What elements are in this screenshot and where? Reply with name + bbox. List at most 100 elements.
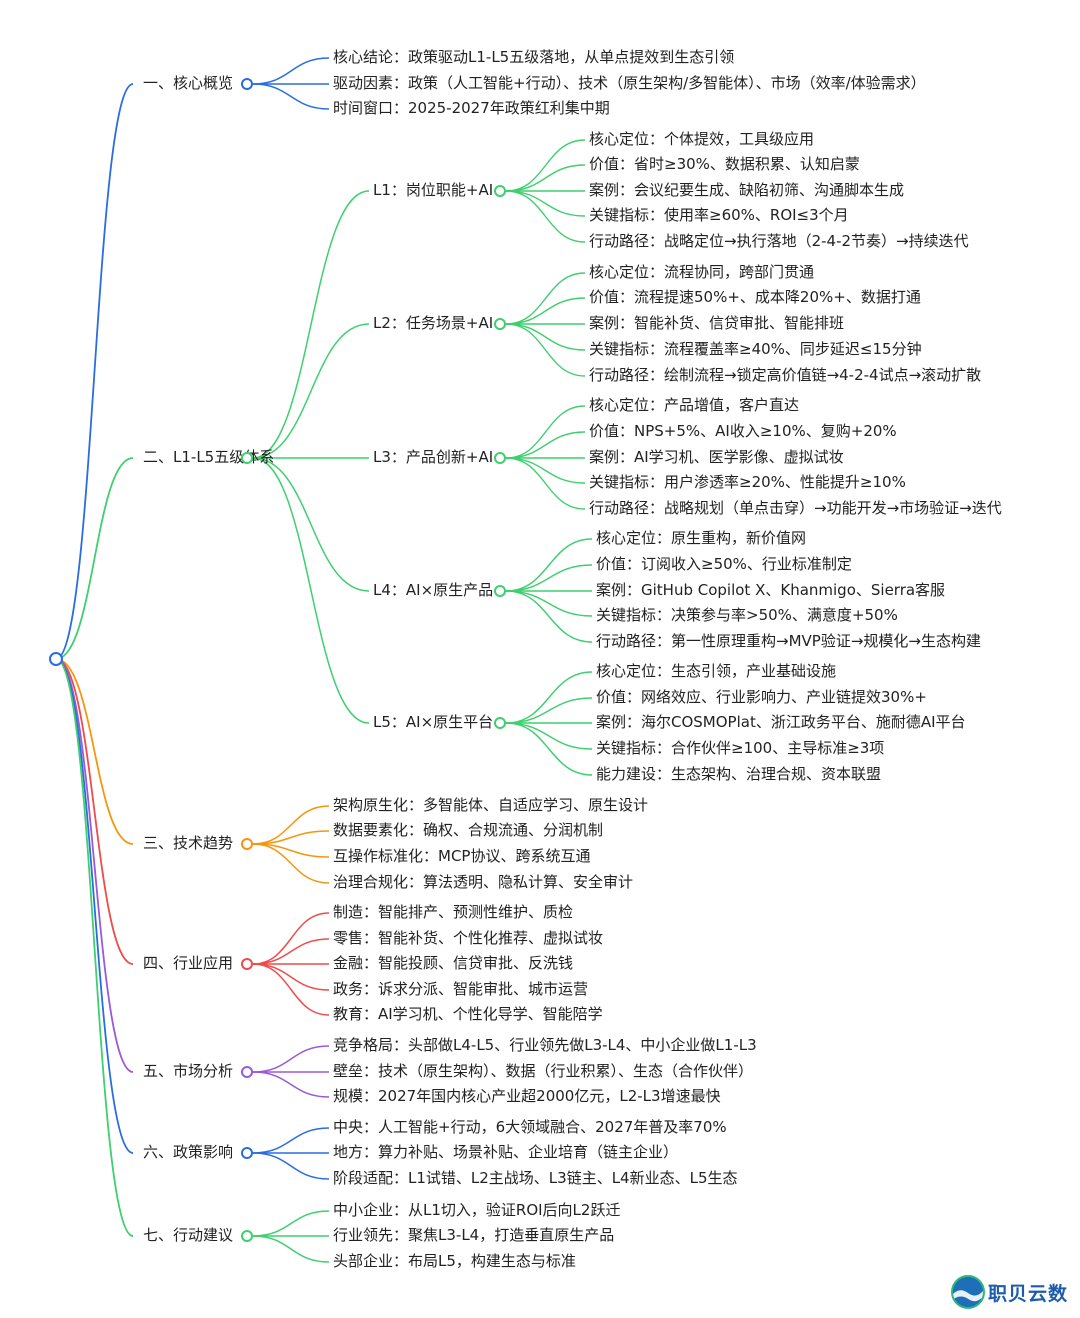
connector-line: [505, 590, 593, 643]
connector-line: [252, 83, 330, 110]
connector-line: [252, 938, 330, 965]
connector-line: [55, 457, 134, 660]
connector-line: [505, 272, 586, 325]
leaf-label: 案例：GitHub Copilot X、Khanmigo、Sierra客服: [596, 581, 946, 599]
leaf-label: 价值：订阅收入≥50%、行业标准制定: [596, 555, 852, 573]
connector-line: [505, 722, 593, 776]
connector-line: [55, 658, 134, 845]
leaf-label: 行业领先：聚焦L3-L4，打造垂直原生产品: [333, 1226, 615, 1244]
connector-line: [252, 1071, 330, 1098]
sub-branch-label: L5：AI×原生平台: [373, 713, 494, 731]
leaf-label: 案例：智能补货、信贷审批、智能排班: [589, 314, 845, 332]
leaf-label: 行动路径：战略规划（单点击穿）→功能开发→市场验证→迭代: [589, 499, 1002, 517]
connector-line: [505, 590, 593, 617]
brand-logo-icon: [951, 1275, 985, 1309]
leaf-label: 案例：AI学习机、医学影像、虚拟试妆: [589, 448, 844, 466]
leaf-label: 行动路径：绘制流程→锁定高价值链→4-2-4试点→滚动扩散: [589, 366, 982, 384]
leaf-label: 关键指标：合作伙伴≥100、主导标准≥3项: [596, 739, 885, 757]
leaf-label: 行动路径：战略定位→执行落地（2-4-2节奏）→持续迭代: [589, 232, 969, 250]
connector-line: [55, 658, 134, 1237]
leaf-label: 政务：诉求分派、智能审批、城市运营: [333, 980, 589, 998]
connector-line: [505, 190, 586, 217]
leaf-label: 数据要素化：确权、合规流通、分润机制: [333, 821, 604, 839]
leaf-label: 核心定位：原生重构，新价值网: [596, 529, 807, 547]
connector-line: [55, 658, 134, 965]
leaf-label: 零售：智能补货、个性化推荐、虚拟试妆: [333, 929, 604, 947]
leaf-label: 核心定位：生态引领，产业基础设施: [596, 662, 837, 680]
connector-line: [252, 323, 370, 459]
sub-branch-node[interactable]: [494, 185, 506, 197]
sub-branch-label: L4：AI×原生产品: [373, 581, 494, 599]
connector-line: [252, 963, 330, 991]
connector-line: [505, 323, 586, 351]
leaf-label: 关键指标：流程覆盖率≥40%、同步延迟≤15分钟: [589, 340, 922, 358]
connector-line: [252, 1235, 330, 1263]
leaf-label: 案例：海尔COSMOPlat、浙江政务平台、施耐德AI平台: [596, 713, 966, 731]
leaf-label: 壁垒：技术（原生架构）、数据（行业积累）、生态（合作伙伴）: [333, 1062, 754, 1080]
leaf-label: 驱动因素：政策（人工智能+行动）、技术（原生架构/多智能体）、市场（效率/体验需…: [333, 74, 926, 92]
connector-line: [252, 190, 370, 459]
leaf-label: 核心定位：流程协同，跨部门贯通: [589, 263, 815, 281]
leaf-label: 中小企业：从L1切入，验证ROI后向L2跃迁: [333, 1201, 621, 1219]
connector-line: [252, 457, 370, 724]
connector-line: [505, 297, 586, 325]
sub-branch-node[interactable]: [494, 585, 506, 597]
connector-line: [505, 671, 593, 724]
connector-line: [505, 538, 593, 592]
branch-label: 一、核心概览: [143, 74, 234, 92]
connector-line: [252, 1127, 330, 1154]
root-node[interactable]: [49, 652, 63, 666]
leaf-label: 关键指标：决策参与率>50%、满意度+50%: [596, 606, 898, 624]
branch-node[interactable]: [241, 958, 253, 970]
branch-node[interactable]: [241, 1230, 253, 1242]
connector-line: [252, 912, 330, 965]
leaf-label: 地方：算力补贴、场景补贴、企业培育（链主企业）: [333, 1143, 679, 1161]
sub-branch-label: L2：任务场景+AI: [373, 314, 494, 332]
branch-node[interactable]: [241, 1147, 253, 1159]
leaf-label: 头部企业：布局L5，构建生态与标准: [333, 1252, 576, 1270]
leaf-label: 治理合规化：算法透明、隐私计算、安全审计: [333, 873, 634, 891]
connector-line: [505, 457, 586, 510]
connector-line: [505, 431, 586, 459]
leaf-label: 教育：AI学习机、个性化导学、智能陪学: [333, 1005, 603, 1023]
connector-line: [505, 722, 593, 750]
leaf-label: 价值：省时≥30%、数据积累、认知启蒙: [589, 155, 860, 173]
leaf-label: 能力建设：生态架构、治理合规、资本联盟: [596, 765, 882, 783]
sub-branch-node[interactable]: [494, 318, 506, 330]
leaf-label: 竞争格局：头部做L4-L5、行业领先做L3-L4、中小企业做L1-L3: [333, 1036, 757, 1054]
branch-node[interactable]: [241, 1066, 253, 1078]
connector-line: [505, 139, 586, 192]
branch-label: 四、行业应用: [143, 954, 234, 972]
branch-label: 五、市场分析: [143, 1062, 234, 1080]
leaf-label: 金融：智能投顾、信贷审批、反洗钱: [333, 954, 574, 972]
connector-line: [505, 405, 586, 459]
leaf-label: 阶段适配：L1试错、L2主战场、L3链主、L4新业态、L5生态: [333, 1169, 738, 1187]
connector-line: [252, 963, 330, 1016]
connector-line: [505, 457, 586, 484]
leaf-label: 核心定位：产品增值，客户直达: [589, 396, 800, 414]
sub-branch-label: L3：产品创新+AI: [373, 448, 494, 466]
connector-line: [252, 457, 370, 592]
branch-node[interactable]: [241, 452, 253, 464]
sub-branch-node[interactable]: [494, 717, 506, 729]
connector-line: [252, 1045, 330, 1073]
leaf-label: 价值：网络效应、行业影响力、产业链提效30%+: [596, 688, 927, 706]
leaf-label: 规模：2027年国内核心产业超2000亿元，L2-L3增速最快: [333, 1087, 721, 1105]
connector-line: [55, 658, 134, 1073]
branch-label: 七、行动建议: [143, 1226, 234, 1244]
connector-line: [505, 323, 586, 377]
connector-line: [252, 843, 330, 884]
branch-label: 二、L1-L5五级体系: [143, 448, 275, 466]
leaf-label: 核心结论：政策驱动L1-L5五级落地，从单点提效到生态引领: [333, 48, 735, 66]
connector-line: [252, 805, 330, 845]
sub-branch-node[interactable]: [494, 452, 506, 464]
connector-line: [505, 697, 593, 724]
leaf-label: 制造：智能排产、预测性维护、质检: [333, 903, 574, 921]
connector-line: [252, 57, 330, 85]
leaf-label: 价值：NPS+5%、AI收入≥10%、复购+20%: [589, 422, 897, 440]
branch-node[interactable]: [241, 838, 253, 850]
leaf-label: 架构原生化：多智能体、自适应学习、原生设计: [333, 796, 649, 814]
leaf-label: 互操作标准化：MCP协议、跨系统互通: [333, 847, 591, 865]
branch-node[interactable]: [241, 78, 253, 90]
